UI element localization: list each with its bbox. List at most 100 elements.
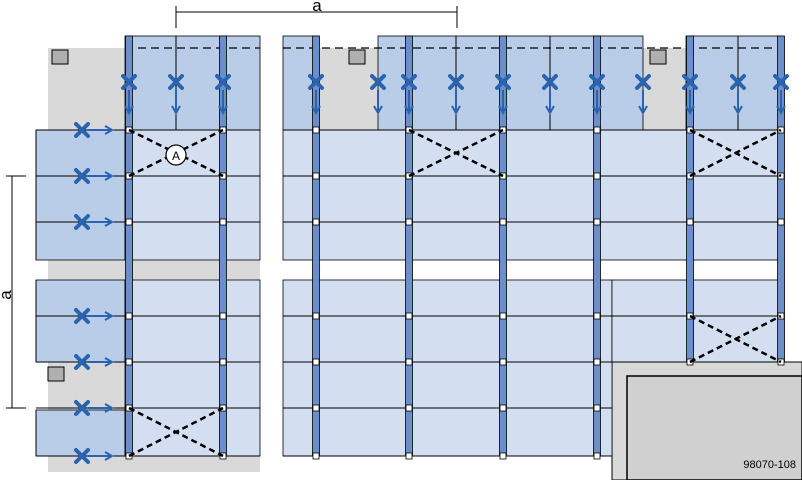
- scaffold-panel: [124, 129, 261, 261]
- x-cross-icon: [773, 74, 789, 90]
- x-cross-icon: [682, 74, 698, 90]
- post-coupler: [219, 218, 227, 226]
- arrow-icon: [776, 105, 786, 116]
- wall-pillar: [348, 49, 366, 65]
- scaffold-panel: [124, 279, 261, 457]
- post-coupler: [593, 452, 601, 460]
- post-coupler: [312, 404, 320, 412]
- scaffold-panel: [35, 279, 126, 363]
- post-coupler: [499, 452, 507, 460]
- bracing-line: [689, 314, 782, 364]
- scaffold-panel: [685, 35, 782, 131]
- post-coupler: [499, 358, 507, 366]
- scaffold-panel: [282, 279, 613, 457]
- scaffold-panel: [35, 409, 126, 457]
- x-cross-icon: [74, 168, 90, 184]
- x-cross-icon: [308, 74, 324, 90]
- arrow-icon: [171, 105, 181, 116]
- post-coupler: [593, 312, 601, 320]
- post-coupler: [312, 358, 320, 366]
- post-coupler: [312, 452, 320, 460]
- load-arrows: [88, 90, 786, 461]
- arrow-icon: [373, 105, 383, 116]
- arrow-icon: [104, 357, 115, 367]
- scaffold-panel: [282, 129, 782, 261]
- post-coupler: [777, 218, 785, 226]
- post-coupler: [499, 404, 507, 412]
- x-cross-icon: [74, 354, 90, 370]
- dimension-label-vertical: a: [0, 290, 15, 300]
- post-coupler: [499, 218, 507, 226]
- post-coupler: [312, 218, 320, 226]
- post-coupler: [593, 358, 601, 366]
- x-cross-icon: [635, 74, 651, 90]
- post-coupler: [405, 358, 413, 366]
- callout-circle: [165, 144, 187, 166]
- x-cross-icon: [730, 74, 746, 90]
- arrow-icon: [218, 105, 228, 116]
- arrow-icon: [451, 105, 461, 116]
- wall-anchors: [74, 74, 789, 464]
- post-coupler: [405, 312, 413, 320]
- wall-pillar: [47, 366, 65, 382]
- post-coupler: [593, 218, 601, 226]
- post-coupler: [125, 218, 133, 226]
- arrow-icon: [404, 105, 414, 116]
- post-coupler: [312, 312, 320, 320]
- bracing-line: [128, 406, 224, 458]
- x-cross-icon: [74, 214, 90, 230]
- scaffold-panels: [35, 35, 782, 457]
- post-coupler: [405, 218, 413, 226]
- post-coupler: [125, 358, 133, 366]
- scaffold-posts: [125, 35, 785, 460]
- bracing-line: [408, 128, 504, 178]
- arrow-icon: [592, 105, 602, 116]
- arrow-icon: [733, 105, 743, 116]
- x-cross-icon: [495, 74, 511, 90]
- post-coupler: [593, 404, 601, 412]
- callout-marker: A: [165, 144, 187, 166]
- x-cross-icon: [401, 74, 417, 90]
- arrow-icon: [685, 105, 695, 116]
- post-coupler: [219, 312, 227, 320]
- x-cross-icon: [74, 448, 90, 464]
- dimensions: [6, 6, 458, 409]
- post-coupler: [593, 172, 601, 180]
- post-coupler: [125, 312, 133, 320]
- x-cross-icon: [168, 74, 184, 90]
- callout-label: A: [172, 149, 180, 163]
- x-cross-icon: [370, 74, 386, 90]
- scaffold-panel: [124, 35, 261, 131]
- post-coupler: [499, 312, 507, 320]
- arrow-icon: [104, 125, 115, 135]
- arrow-icon: [104, 311, 115, 321]
- post-coupler: [405, 452, 413, 460]
- x-cross-icon: [448, 74, 464, 90]
- post-coupler: [312, 126, 320, 134]
- arrow-icon: [104, 403, 115, 413]
- scaffold-panel: [35, 129, 126, 261]
- arrow-icon: [124, 105, 134, 116]
- x-cross-icon: [74, 122, 90, 138]
- post-coupler: [405, 404, 413, 412]
- arrow-icon: [638, 105, 648, 116]
- post-coupler: [312, 172, 320, 180]
- post-coupler: [686, 218, 694, 226]
- x-cross-icon: [74, 400, 90, 416]
- arrow-icon: [104, 217, 115, 227]
- x-cross-icon: [74, 308, 90, 324]
- x-cross-icon: [542, 74, 558, 90]
- arrow-icon: [311, 105, 321, 116]
- arrow-icon: [104, 451, 115, 461]
- post-coupler: [593, 126, 601, 134]
- arrow-icon: [545, 105, 555, 116]
- x-cross-icon: [121, 74, 137, 90]
- bracing-line: [689, 128, 782, 178]
- scaffold-panel: [377, 35, 644, 131]
- dimension-label-horizontal: a: [312, 0, 322, 15]
- wall-pillar: [649, 49, 667, 65]
- post-coupler: [219, 358, 227, 366]
- figure-number: 98070-108: [743, 459, 796, 471]
- arrow-icon: [104, 171, 115, 181]
